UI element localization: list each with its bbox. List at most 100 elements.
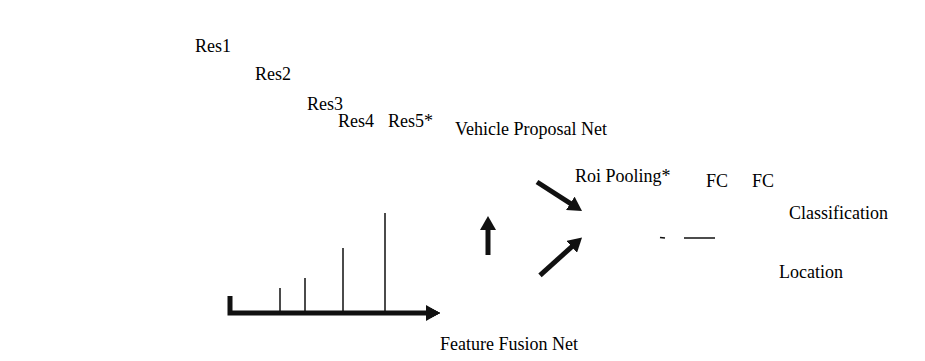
feature-sheet xyxy=(209,107,272,327)
feature-sheet xyxy=(286,119,333,282)
node-outline xyxy=(262,116,337,300)
feature-sheet xyxy=(170,58,238,331)
feature-stack: Res3 xyxy=(262,116,337,300)
feature-sheet xyxy=(138,82,206,355)
feature-sheet xyxy=(452,157,525,207)
network-stack: Vehicle Proposal Net xyxy=(440,148,537,216)
fc-layer: FC xyxy=(700,196,750,280)
feature-sheet xyxy=(150,73,218,346)
feature-sheet xyxy=(270,131,317,294)
output-label: Location xyxy=(779,261,843,283)
roi-pooling-box: Roi Pooling* xyxy=(582,195,660,248)
feature-stack: Res2 xyxy=(205,86,300,330)
feature-sheet xyxy=(444,270,520,320)
feature-sheet xyxy=(162,64,230,337)
feature-sheet xyxy=(444,163,517,213)
connector xyxy=(684,237,715,239)
feature-sheet xyxy=(142,79,210,352)
layer-heading: Roi Pooling* xyxy=(575,165,671,187)
feature-sheet xyxy=(282,122,329,285)
feature-sheet xyxy=(217,101,280,321)
connector xyxy=(338,199,362,201)
feature-sheet xyxy=(315,154,351,260)
connector xyxy=(180,184,202,186)
feature-sheet xyxy=(448,267,524,317)
feature-sheet xyxy=(262,137,309,300)
connector xyxy=(385,213,436,313)
output-label: Classification xyxy=(789,202,888,224)
layer-heading: Res2 xyxy=(255,63,291,85)
node-outline xyxy=(138,58,238,355)
layer-heading: Res1 xyxy=(195,35,231,57)
layer-heading: FC xyxy=(706,170,728,192)
feature-sheet xyxy=(237,86,300,306)
layer-heading: Feature Fusion Net xyxy=(440,333,578,355)
layer-heading: Res4 xyxy=(338,110,374,132)
roi-grid xyxy=(583,196,660,248)
feature-sheet xyxy=(448,160,521,210)
feature-stack: Res5* xyxy=(365,136,413,220)
feature-sheet xyxy=(266,134,313,297)
feature-sheet xyxy=(229,92,292,312)
connector xyxy=(290,204,312,206)
street-scene xyxy=(0,0,140,361)
feature-sheet xyxy=(327,145,363,251)
node-outline xyxy=(440,255,540,323)
fc-bar xyxy=(700,196,750,280)
connector xyxy=(250,194,259,196)
feature-sheet xyxy=(440,166,513,216)
fc-bar xyxy=(650,198,700,278)
feature-sheet xyxy=(385,136,413,205)
feature-sheet xyxy=(274,128,321,291)
fc-layer: FC xyxy=(650,198,700,278)
connector xyxy=(537,182,575,207)
connector xyxy=(540,243,576,276)
feature-sheet xyxy=(205,110,268,330)
feature-stack: Res1 xyxy=(138,58,238,355)
layer-heading: Res3 xyxy=(307,93,343,115)
connector xyxy=(280,288,436,313)
roi-region xyxy=(602,225,634,242)
feature-sheet xyxy=(331,142,367,248)
feature-sheet xyxy=(460,151,533,201)
feature-sheet xyxy=(339,136,375,242)
feature-sheet xyxy=(365,151,393,220)
feature-sheet xyxy=(440,273,516,323)
node-outline xyxy=(365,136,413,220)
roi-region xyxy=(632,205,642,215)
feature-sheet xyxy=(233,89,296,309)
feature-sheet xyxy=(225,95,288,315)
feature-sheet xyxy=(213,104,276,324)
node-outline xyxy=(582,195,660,248)
layer-heading: FC xyxy=(752,170,774,192)
feature-sheet xyxy=(290,116,337,279)
input-arrow xyxy=(108,171,130,174)
feature-sheet xyxy=(154,70,222,343)
output-arrow xyxy=(744,214,780,224)
network-stack: Feature Fusion Net xyxy=(440,255,540,323)
feature-sheet xyxy=(166,61,234,334)
roi-region xyxy=(590,204,601,224)
node-outline xyxy=(205,86,300,330)
feature-sheet xyxy=(278,125,325,288)
connector xyxy=(305,278,436,313)
feature-sheet xyxy=(381,139,409,208)
layer-heading: Res5* xyxy=(388,110,433,132)
connector xyxy=(230,296,432,313)
feature-stack: Res4 xyxy=(315,136,375,260)
feature-sheet xyxy=(452,264,528,314)
node-outline xyxy=(440,148,537,216)
feature-sheet xyxy=(323,148,359,254)
feature-sheet xyxy=(464,255,540,305)
feature-sheet xyxy=(158,67,226,340)
feature-sheet xyxy=(335,139,371,245)
node-outline xyxy=(700,196,750,280)
node-outline xyxy=(650,198,700,278)
feature-sheet xyxy=(464,148,537,198)
roi-region xyxy=(606,201,615,213)
connector xyxy=(486,224,491,255)
output-arrow xyxy=(734,248,770,267)
feature-sheet xyxy=(319,151,355,257)
